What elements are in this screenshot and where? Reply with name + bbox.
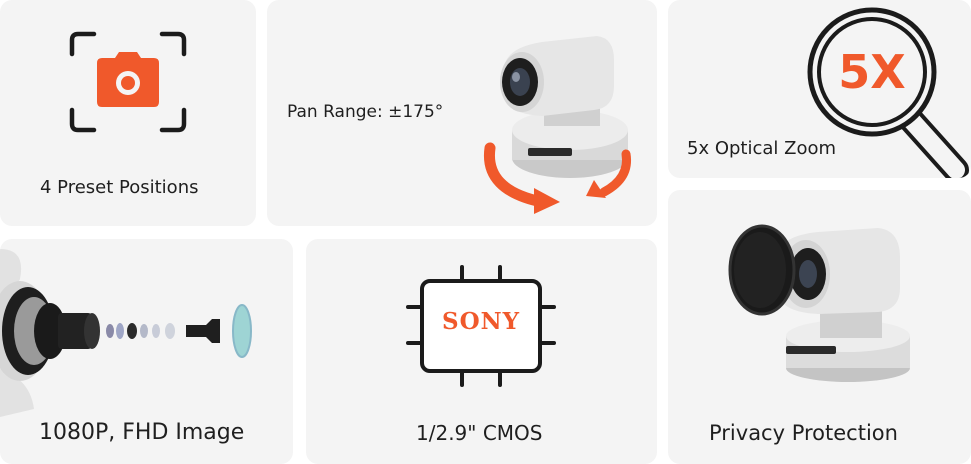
card-preset-positions: 4 Preset Positions: [0, 0, 256, 226]
ptz-camera-rotate-image: [483, 36, 632, 214]
lens-cover-icon: [728, 224, 910, 382]
card-cmos: SONY 1/2.9" CMOS: [306, 239, 657, 464]
card-privacy-protection: Privacy Protection: [668, 190, 971, 464]
card-fhd-image: 1080P, FHD Image: [0, 239, 293, 464]
chip-icon: [406, 265, 556, 387]
cmos-label: 1/2.9" CMOS: [416, 421, 543, 445]
card-optical-zoom: 5x Optical Zoom 5X: [668, 0, 971, 178]
preset-positions-label: 4 Preset Positions: [40, 177, 199, 198]
lens-assembly-icon: [0, 249, 252, 417]
camera-focus-icon: [69, 31, 187, 133]
pan-range-label: Pan Range: ±175°: [287, 102, 444, 122]
fhd-image-label: 1080P, FHD Image: [39, 420, 245, 445]
card-pan-range: Pan Range: ±175°: [267, 0, 657, 226]
privacy-protection-label: Privacy Protection: [709, 421, 898, 445]
magnifier-icon: [807, 7, 969, 178]
optical-zoom-label: 5x Optical Zoom: [687, 138, 837, 159]
sony-brand-text: SONY: [441, 308, 521, 335]
zoom-badge: 5X: [838, 45, 906, 99]
